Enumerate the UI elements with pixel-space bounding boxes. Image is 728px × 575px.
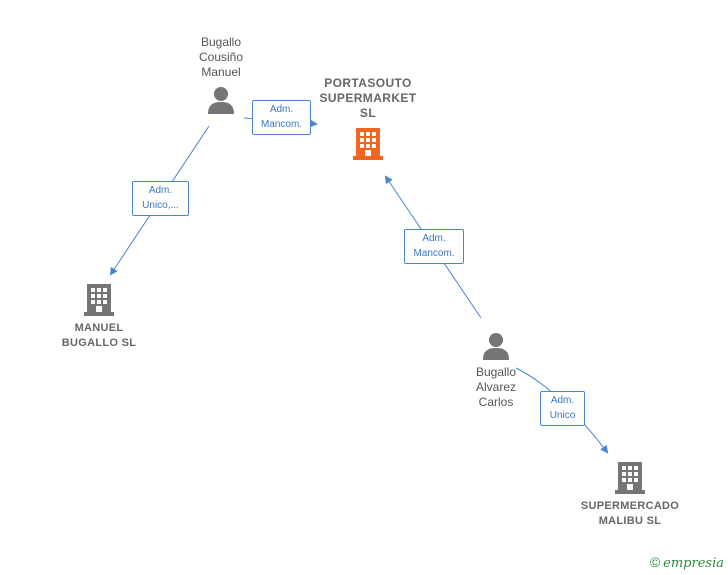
brand-logo: empresia [663, 556, 724, 571]
edge-label-p2-c0[interactable]: Adm. Mancom. [404, 229, 464, 264]
person-node-bugallo-alvarez-carlos[interactable]: Bugallo Alvarez Carlos [456, 331, 536, 410]
company-name: SUPERMERCADO MALIBU SL [580, 500, 680, 527]
brand-footer[interactable]: ©empresia [650, 554, 724, 571]
building-icon [353, 128, 383, 160]
person-icon [483, 333, 509, 360]
person-name: Bugallo Alvarez Carlos [475, 365, 517, 409]
building-icon [84, 284, 114, 316]
building-icon [615, 462, 645, 494]
company-node-portasouto-supermarket[interactable]: PORTASOUTO SUPERMARKET SL [310, 76, 426, 160]
person-name: Bugallo Cousiño Manuel [198, 35, 244, 79]
edge-label-p2-c2[interactable]: Adm. Unico [540, 391, 585, 426]
edge-label-p1-c0[interactable]: Adm. Mancom. [252, 100, 311, 135]
company-node-supermercado-malibu[interactable]: SUPERMERCADO MALIBU SL [572, 460, 688, 529]
edge-label-p1-c1[interactable]: Adm. Unico,... [132, 181, 189, 216]
company-node-manuel-bugallo[interactable]: MANUEL BUGALLO SL [54, 282, 144, 351]
person-icon [208, 87, 234, 114]
person-node-bugallo-cousino-manuel[interactable]: Bugallo Cousiño Manuel [181, 35, 261, 115]
copyright-icon: © [649, 554, 661, 570]
company-name: MANUEL BUGALLO SL [61, 322, 137, 349]
company-name: PORTASOUTO SUPERMARKET SL [319, 76, 417, 120]
